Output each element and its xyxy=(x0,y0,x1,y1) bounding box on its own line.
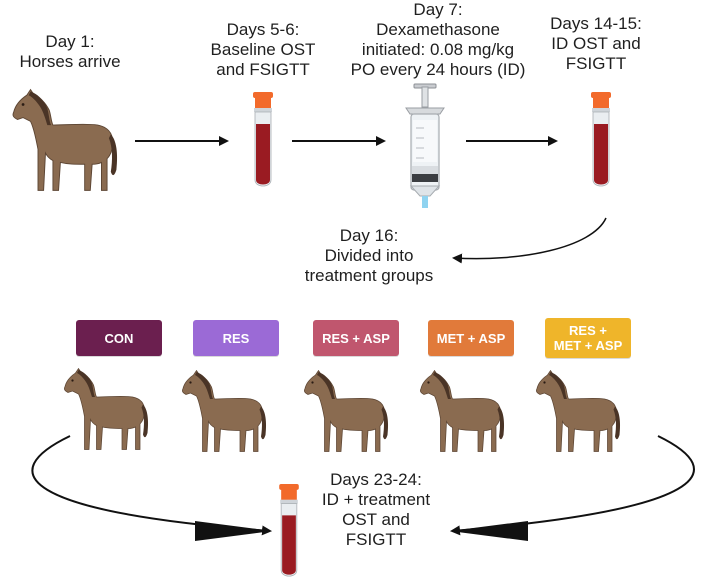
step-id-test-text-2: FSIGTT xyxy=(565,54,627,73)
step-dexa-label: Day 7: Dexamethasone initiated: 0.08 mg/… xyxy=(334,0,542,80)
step-divide-day: Day 16: xyxy=(339,226,399,245)
group-badge-res-asp-text: RES + ASP xyxy=(322,330,390,346)
step-dexa-text-1: Dexamethasone xyxy=(376,20,500,39)
step-divide-text-1: Divided into xyxy=(324,246,414,265)
step-baseline-text-1: Baseline OST xyxy=(210,40,316,59)
step-baseline-label: Days 5-6: Baseline OST and FSIGTT xyxy=(196,20,330,80)
blood-tube-icon xyxy=(588,92,614,190)
group-badge-met-asp: MET + ASP xyxy=(428,320,514,356)
group-badge-res-met-asp-text-1: RES + xyxy=(569,323,607,338)
step-id-test-text-1: ID OST and xyxy=(551,34,641,53)
horse-icon xyxy=(62,360,152,458)
step-final-text-3: FSIGTT xyxy=(345,530,407,549)
step-final-text-1: ID + treatment xyxy=(321,490,431,509)
step-divide-label: Day 16: Divided into treatment groups xyxy=(288,226,450,286)
horse-icon xyxy=(180,362,270,460)
step-arrive-label: Day 1: Horses arrive xyxy=(6,32,134,72)
arrow-right-head xyxy=(450,521,528,541)
group-badge-res-asp: RES + ASP xyxy=(313,320,399,356)
blood-tube-icon xyxy=(276,484,302,580)
group-badge-con: CON xyxy=(76,320,162,356)
group-badge-met-asp-text: MET + ASP xyxy=(436,330,506,346)
step-id-test-day: Days 14-15: xyxy=(550,14,642,33)
group-badge-res-met-asp-text-2: MET + ASP xyxy=(553,338,623,353)
horse-icon xyxy=(418,362,508,460)
group-badge-res-text: RES xyxy=(222,330,250,346)
arrow-right-groups-to-final xyxy=(450,435,695,536)
group-badge-res: RES xyxy=(193,320,279,356)
step-dexa-text-3: PO every 24 hours (ID) xyxy=(350,60,526,79)
group-badge-res-met-asp: RES + MET + ASP xyxy=(545,318,631,358)
step-divide-text-2: treatment groups xyxy=(304,266,434,285)
group-badge-con-text: CON xyxy=(104,330,134,346)
step-final-text-2: OST and xyxy=(342,510,410,529)
step-final-label: Days 23-24: ID + treatment OST and FSIGT… xyxy=(304,470,448,550)
syringe-icon xyxy=(405,83,445,208)
step-dexa-day: Day 7: xyxy=(413,0,463,19)
step-dexa-text-2: initiated: 0.08 mg/kg xyxy=(361,40,515,59)
arrow-left-groups-to-final xyxy=(31,435,272,536)
step-id-test-label: Days 14-15: ID OST and FSIGTT xyxy=(536,14,656,74)
step-arrive-text: Horses arrive xyxy=(19,52,121,71)
arrow-id-test-to-divide xyxy=(452,217,607,264)
step-arrive-day: Day 1: xyxy=(45,32,95,51)
horse-icon xyxy=(10,80,122,200)
step-baseline-text-2: and FSIGTT xyxy=(216,60,310,79)
blood-tube-icon xyxy=(250,92,276,190)
horse-icon xyxy=(302,362,392,460)
step-baseline-day: Days 5-6: xyxy=(226,20,300,39)
horse-icon xyxy=(534,362,624,460)
arrow-left-head xyxy=(195,521,272,541)
step-final-day: Days 23-24: xyxy=(330,470,422,489)
